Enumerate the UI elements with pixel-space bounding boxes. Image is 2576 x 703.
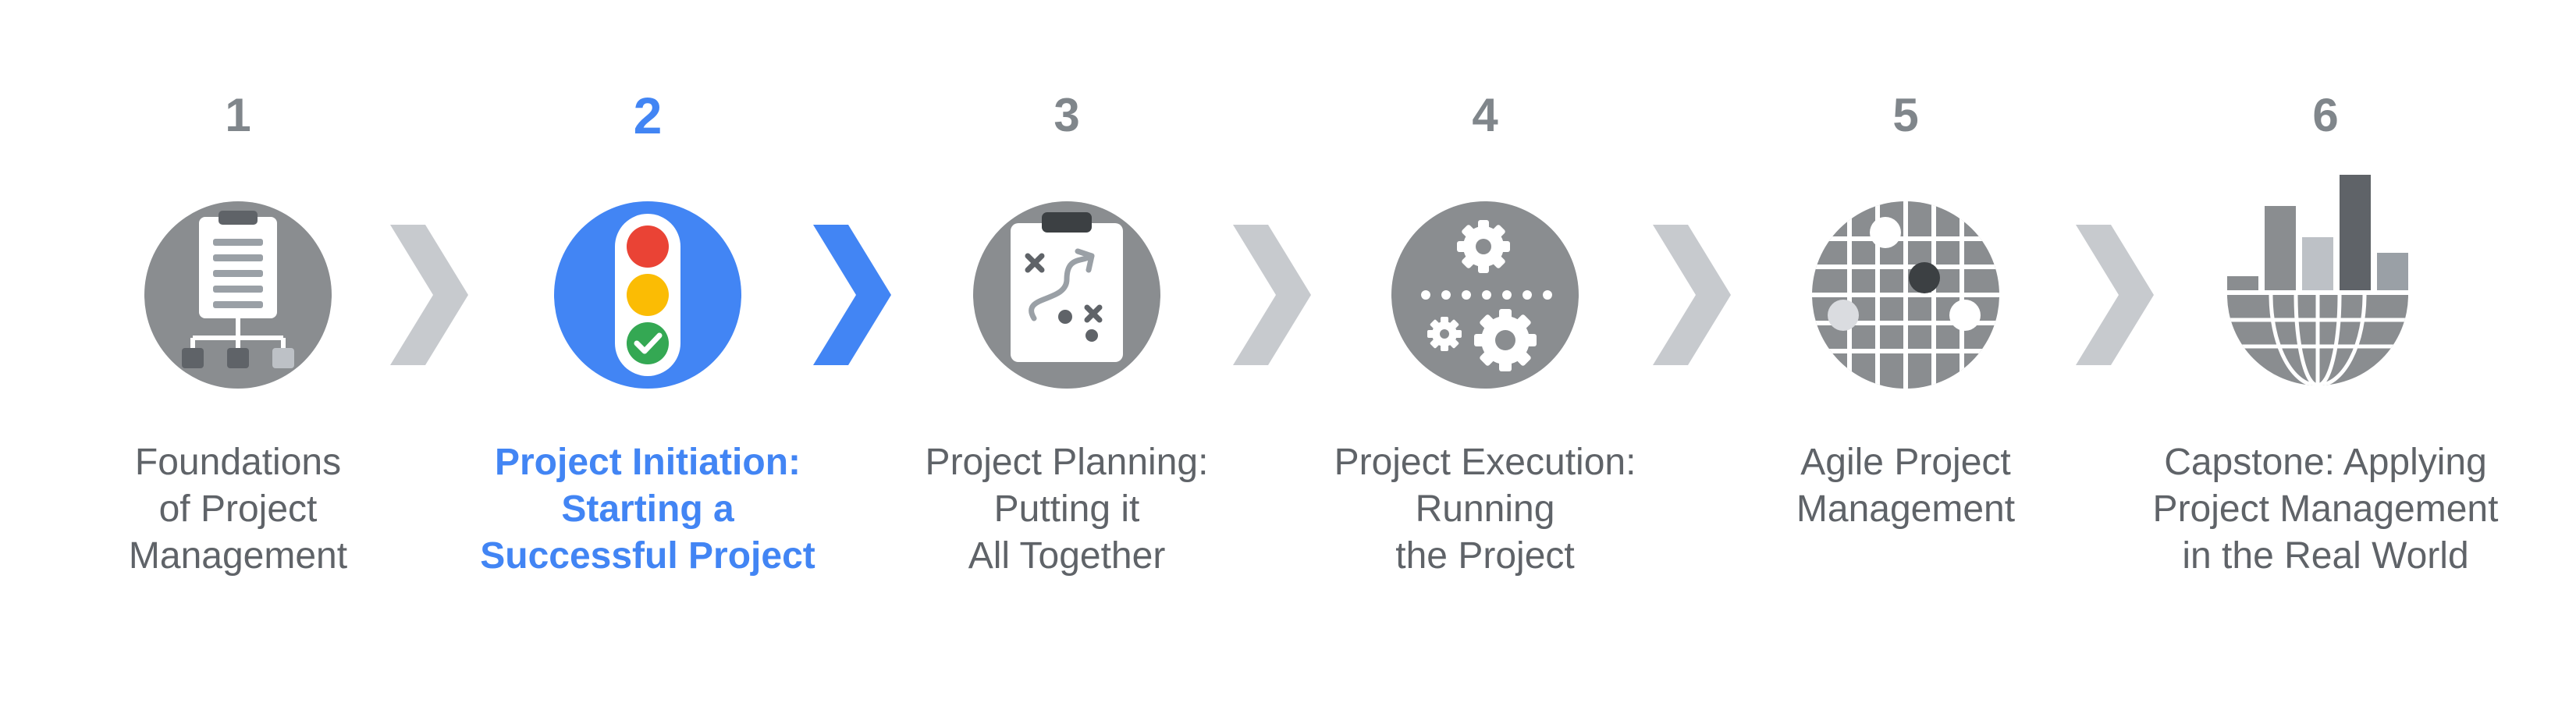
- traffic-light-icon: [554, 201, 741, 389]
- step-number: 2: [633, 87, 663, 144]
- step-title: Agile Project Management: [1796, 442, 2016, 530]
- chevron-right-icon: [390, 225, 468, 365]
- step-number: 1: [225, 89, 251, 141]
- org-chart-clipboard-icon: [144, 201, 332, 389]
- step-title: Foundations of Project Management: [128, 442, 348, 577]
- step-5[interactable]: 5 Agile Project Management: [1687, 0, 2124, 703]
- step-4[interactable]: 4: [1267, 0, 1704, 703]
- chevron-right-icon: [813, 225, 891, 365]
- step-1[interactable]: 1 Foundations of Project Management: [20, 0, 457, 703]
- step-title: Project Execution: Running the Project: [1334, 442, 1636, 577]
- step-number: 3: [1053, 89, 1080, 141]
- chevron-right-icon: [2076, 225, 2154, 365]
- agile-grid-icon: [1812, 201, 1999, 389]
- step-number: 4: [1472, 89, 1498, 141]
- globe-bar-chart-icon: [2227, 175, 2408, 385]
- step-2[interactable]: 2 Project Initiation: Starting a Success…: [429, 0, 866, 703]
- step-number: 5: [1892, 89, 1919, 141]
- step-6[interactable]: 6 Capstone: Applying Project Management …: [2107, 0, 2544, 703]
- step-title: Capstone: Applying Project Management in…: [2152, 442, 2499, 577]
- chevron-right-icon: [1653, 225, 1731, 365]
- chevron-right-icon: [1233, 225, 1311, 365]
- step-number: 6: [2312, 89, 2339, 141]
- step-title: Project Initiation: Starting a Successfu…: [480, 442, 815, 577]
- step-title: Project Planning: Putting it All Togethe…: [925, 442, 1209, 577]
- step-3[interactable]: 3 Project Planning: Putting it All Toget…: [848, 0, 1285, 703]
- gears-icon: [1391, 201, 1579, 389]
- strategy-clipboard-icon: [973, 201, 1160, 389]
